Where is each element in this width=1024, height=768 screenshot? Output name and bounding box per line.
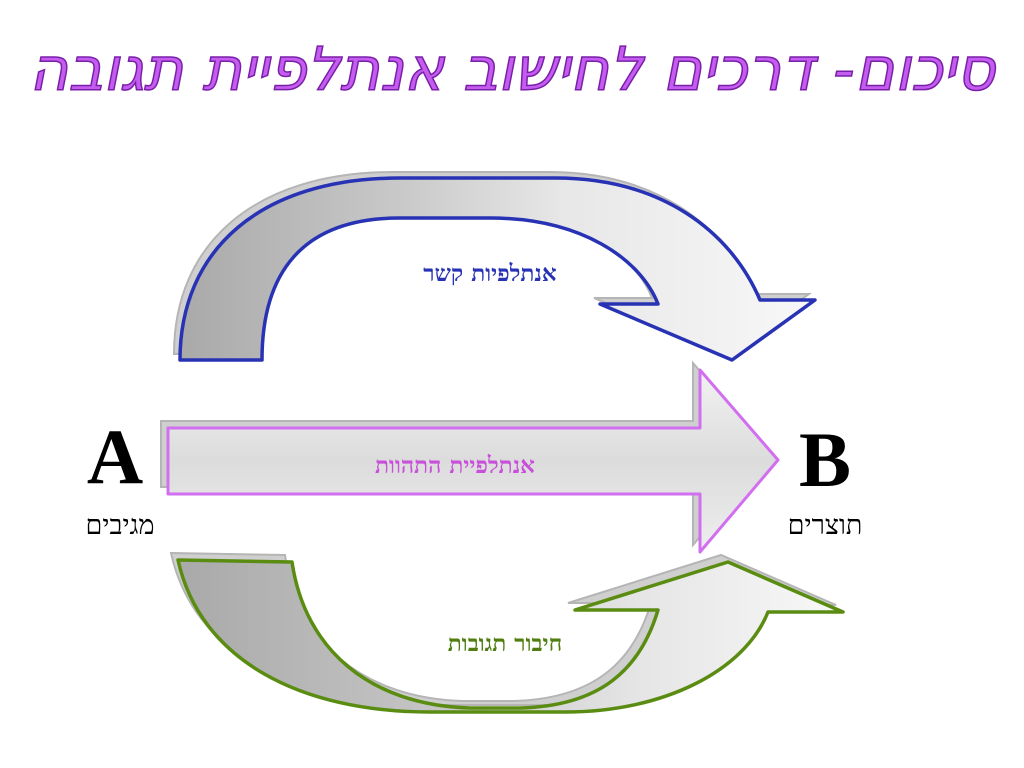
bond-enthalpy-label: אנתלפיות קשר <box>423 260 557 287</box>
formation-enthalpy-arrow <box>160 360 780 554</box>
bond-enthalpy-arrow <box>172 171 817 362</box>
products-caption: תוצרים <box>787 510 863 540</box>
reactants-caption: מגיבים <box>85 510 155 540</box>
reactants-letter: A <box>86 413 144 500</box>
hess-law-label: חיבור תגובות <box>447 630 563 657</box>
formation-enthalpy-label: אנתלפיית התהוות <box>375 452 535 479</box>
products-letter: B <box>798 416 852 503</box>
slide-title: סיכום- דרכים לחישוב אנתלפיית תגובה <box>28 34 995 106</box>
hess-law-arrow <box>169 551 845 714</box>
